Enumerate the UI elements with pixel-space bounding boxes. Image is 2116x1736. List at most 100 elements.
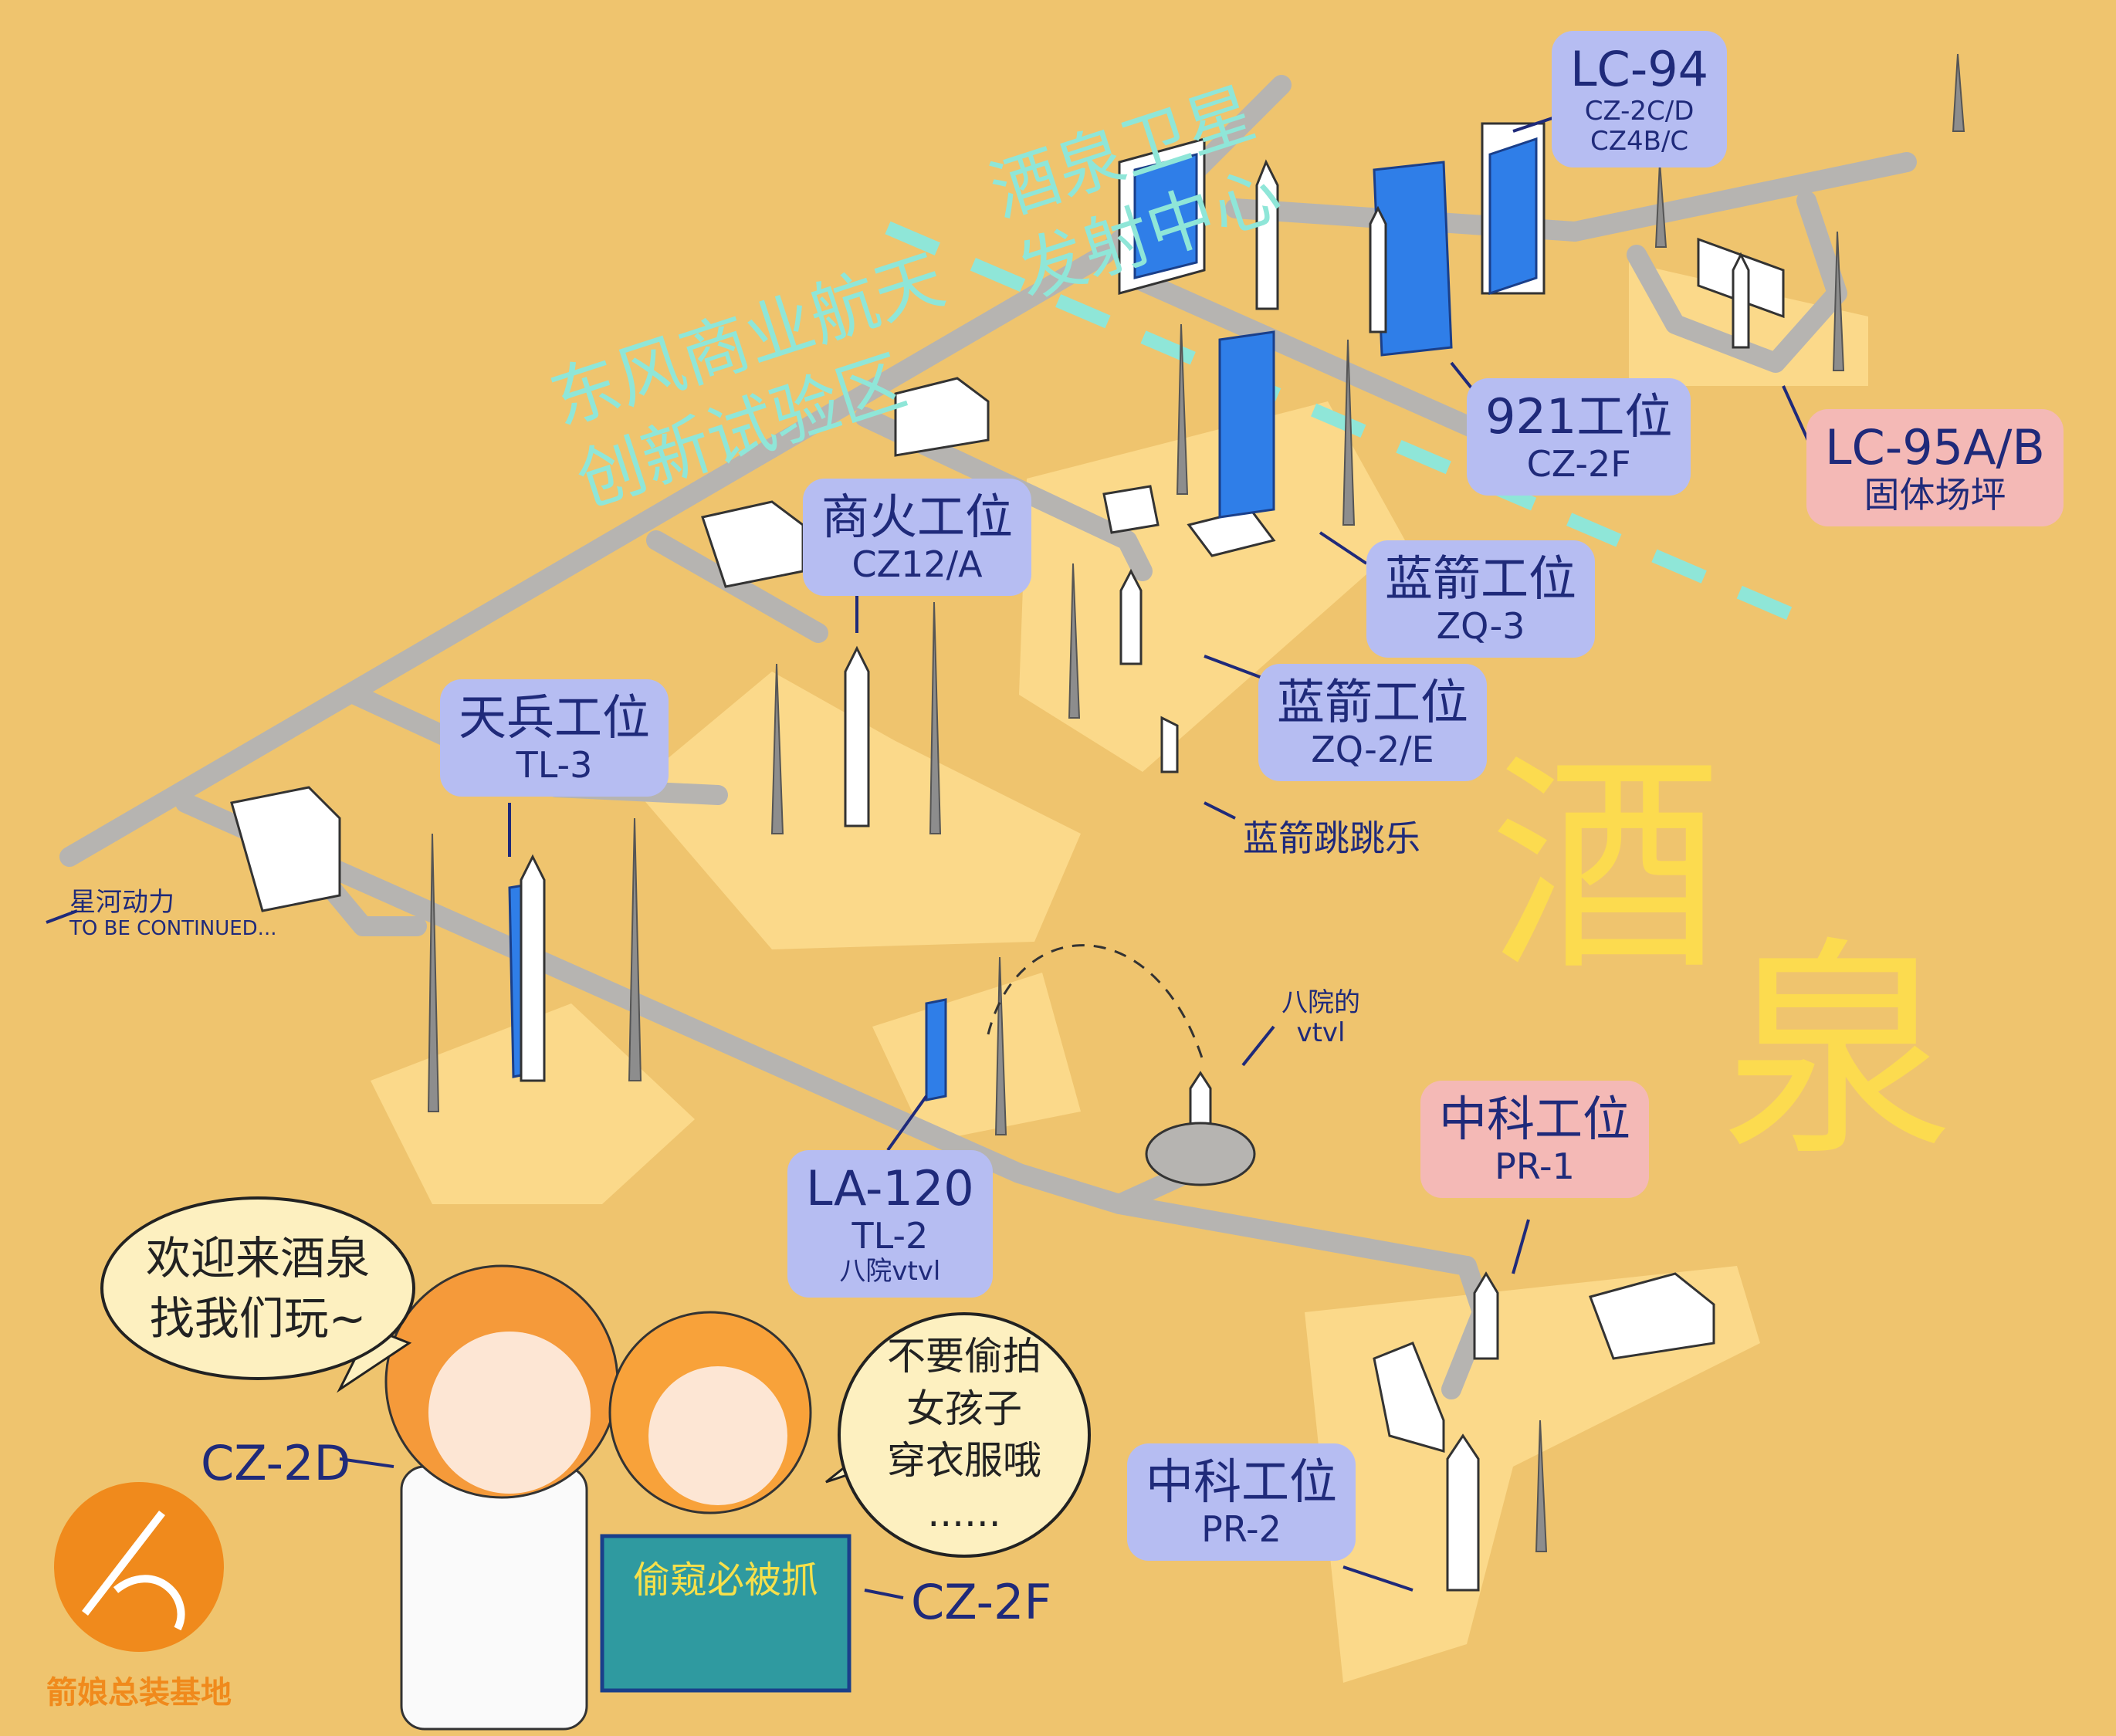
road-branch-zq: [855, 407, 1153, 581]
logo-emblem: [82, 1510, 185, 1631]
arrow-cz2f: [864, 1589, 904, 1599]
label-pr1-name: 中科工位: [1439, 1091, 1631, 1147]
building-shed-1: [894, 377, 990, 457]
building-pr-2: [1373, 1342, 1445, 1453]
label-cz2d-character: CZ-2D: [201, 1435, 351, 1491]
arrow-zq2: [1204, 655, 1267, 681]
road-lc95-loop: [1627, 191, 1847, 373]
spike-3: [770, 663, 784, 834]
label-zq3-sub: ZQ-3: [1436, 605, 1525, 648]
spike-11: [1535, 1420, 1548, 1552]
label-lc94-name: LC-94: [1570, 41, 1709, 97]
arrow-zq3: [1319, 531, 1368, 565]
label-la120-name: LA-120: [806, 1160, 974, 1217]
road-branch-shanghuo: [646, 530, 828, 643]
arrow-hopper: [1204, 801, 1236, 820]
spike-10: [1832, 231, 1845, 371]
rocket-pr2: [1446, 1433, 1480, 1592]
speech-warning-line3: 穿衣服哦: [887, 1438, 1041, 1483]
label-pr1: 中科工位 PR-1: [1420, 1081, 1650, 1199]
label-la120-line2: TL-2: [851, 1215, 929, 1257]
label-la120-line3: 八院vtvl: [839, 1256, 941, 1288]
label-hopper-name: 蓝箭跳跳乐: [1243, 817, 1420, 859]
road-main-diagonal: [59, 245, 1114, 867]
label-xinghe-name: 星河动力: [69, 887, 174, 918]
label-cz2f-character: CZ-2F: [911, 1574, 1052, 1630]
label-shanghuo: 商火工位 CZ12/A: [803, 479, 1032, 597]
label-pr2-sub: PR-2: [1201, 1508, 1281, 1551]
building-pr-1: [1589, 1272, 1715, 1360]
label-lc95-sub: 固体场坪: [1864, 474, 2006, 516]
arrow-pr2: [1342, 1565, 1413, 1592]
speech-welcome-line1: 欢迎来酒泉: [145, 1231, 370, 1284]
label-921-sub: CZ-2F: [1526, 443, 1631, 486]
character-cz2d-body: [400, 1465, 588, 1731]
rocket-lc95: [1732, 252, 1750, 349]
label-hopper: 蓝箭跳跳乐: [1243, 818, 1420, 859]
building-zq-1: [1102, 485, 1160, 534]
speech-warning-line2: 女孩子: [906, 1386, 1022, 1431]
label-lc95: LC-95A/B 固体场坪: [1806, 409, 2064, 527]
label-lc94: LC-94 CZ-2C/D CZ4B/C: [1552, 31, 1728, 168]
label-xinghe-sub: TO BE CONTINUED...: [69, 917, 277, 941]
road-network: [59, 75, 1917, 1399]
label-xinghe: 星河动力 TO BE CONTINUED...: [69, 887, 277, 941]
spike-4: [929, 601, 942, 834]
spike-12: [994, 956, 1007, 1135]
label-921-name: 921工位: [1485, 388, 1673, 445]
label-la120: LA-120 TL-2 八院vtvl: [787, 1150, 993, 1298]
spike-2: [628, 817, 642, 1081]
label-pr2-name: 中科工位: [1146, 1453, 1338, 1510]
rocket-shanghuo: [844, 645, 870, 827]
arrow-vtvl: [1241, 1025, 1275, 1067]
label-zq3: 蓝箭工位 ZQ-3: [1366, 540, 1596, 658]
spike-1: [427, 833, 440, 1112]
rocket-lc94: [1369, 205, 1387, 333]
service-towers: [508, 137, 1538, 1101]
character-cz2f-face: [648, 1366, 787, 1505]
arrow-la120: [886, 1095, 928, 1152]
rocket-zq3: [1119, 568, 1143, 665]
label-lc94-line3: CZ4B/C: [1590, 126, 1689, 157]
label-vtvl-sub: vtvl: [1296, 1017, 1346, 1049]
label-lc95-name: LC-95A/B: [1825, 419, 2045, 475]
character-cz2f-sign: [600, 1534, 851, 1693]
arrow-xinghe: [46, 909, 78, 924]
label-lc94-line2: CZ-2C/D: [1584, 96, 1694, 127]
label-shanghuo-name: 商火工位: [821, 489, 1014, 545]
tower-center: [1133, 153, 1198, 279]
speech-warning-line1: 不要偷拍: [887, 1334, 1041, 1379]
pad-area-tianbing: [371, 1003, 695, 1204]
character-cz2d-face: [428, 1332, 591, 1494]
label-pr1-sub: PR-1: [1495, 1145, 1575, 1188]
lightning-towers: [427, 53, 1965, 1552]
vtvl-trajectory: [987, 944, 1206, 1066]
mascot-characters: [384, 1264, 851, 1731]
big-char-quan: 泉: [1722, 918, 1953, 1187]
spike-7: [1342, 339, 1356, 526]
logo-circle: [54, 1482, 224, 1652]
spike-9: [1654, 161, 1667, 248]
rockets: [520, 159, 1750, 1592]
label-tianbing: 天兵工位 TL-3: [440, 679, 669, 797]
spike-6: [1176, 323, 1189, 495]
rocket-hopper: [1160, 716, 1179, 773]
big-char-jiu: 酒: [1490, 733, 1722, 1002]
label-zq2-name: 蓝箭工位: [1277, 674, 1469, 730]
rocket-tianbing: [520, 854, 546, 1082]
zone-boundary-line: [885, 221, 1802, 624]
spike-8: [1952, 53, 1965, 132]
rocket-cz2f-921: [1255, 159, 1279, 310]
tower-lc94-2: [1488, 137, 1538, 296]
speech-welcome-line2: 找我们玩~: [149, 1292, 367, 1345]
rocket-pr1: [1473, 1271, 1499, 1360]
logo-text: 箭娘总装基地: [46, 1675, 232, 1711]
label-pr2: 中科工位 PR-2: [1127, 1443, 1356, 1562]
speech-warning-line4: ......: [927, 1490, 1001, 1535]
road-long-to-pr: [175, 793, 1477, 1276]
label-zq2-sub: ZQ-2/E: [1311, 729, 1434, 771]
arrow-pr1: [1512, 1219, 1530, 1274]
label-tianbing-sub: TL-3: [516, 744, 593, 787]
label-vtvl-name: 八院的: [1281, 987, 1360, 1018]
